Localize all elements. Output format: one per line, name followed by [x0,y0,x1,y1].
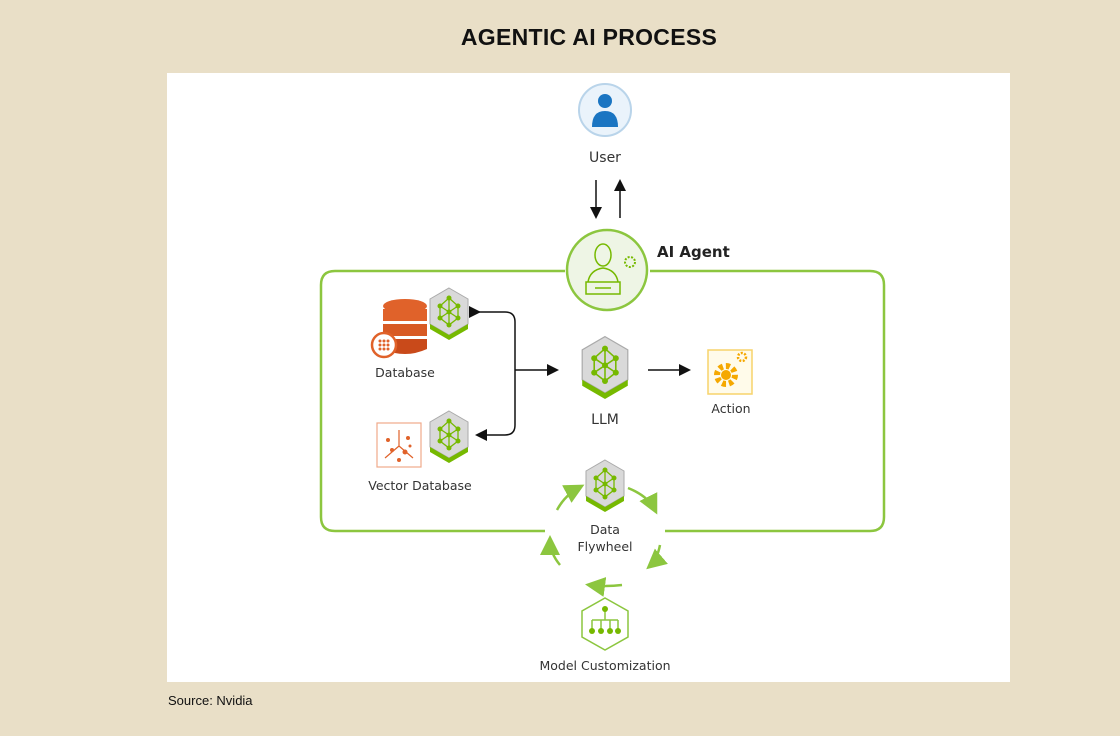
ai-agent-label: AI Agent [657,243,730,261]
vector-database-label: Vector Database [368,478,472,493]
bracket-connector [469,306,516,441]
database-model-cube-icon [429,287,469,341]
model-customization-icon [581,597,629,651]
action-label: Action [711,401,751,416]
vector-database-icon [376,422,422,468]
llm-label: LLM [591,412,619,428]
flywheel-cycle-arrows [540,484,668,597]
page-title: AGENTIC AI PROCESS [460,24,718,50]
action-gear-icon [707,349,753,395]
user-icon [578,83,632,137]
source-caption: Source: Nvidia [168,693,253,708]
database-label: Database [375,365,435,380]
agent-boundary [319,269,886,533]
database-icon [370,299,427,359]
llm-cube-icon [581,335,629,400]
user-label: User [589,150,621,166]
flywheel-cube-icon [585,459,625,513]
model-customization-label: Model Customization [539,658,671,673]
flywheel-label-line1: Data [590,522,620,537]
flywheel-label-line2: Flywheel [577,539,633,554]
ai-agent-icon [565,228,649,312]
vector-database-model-cube-icon [429,410,469,464]
